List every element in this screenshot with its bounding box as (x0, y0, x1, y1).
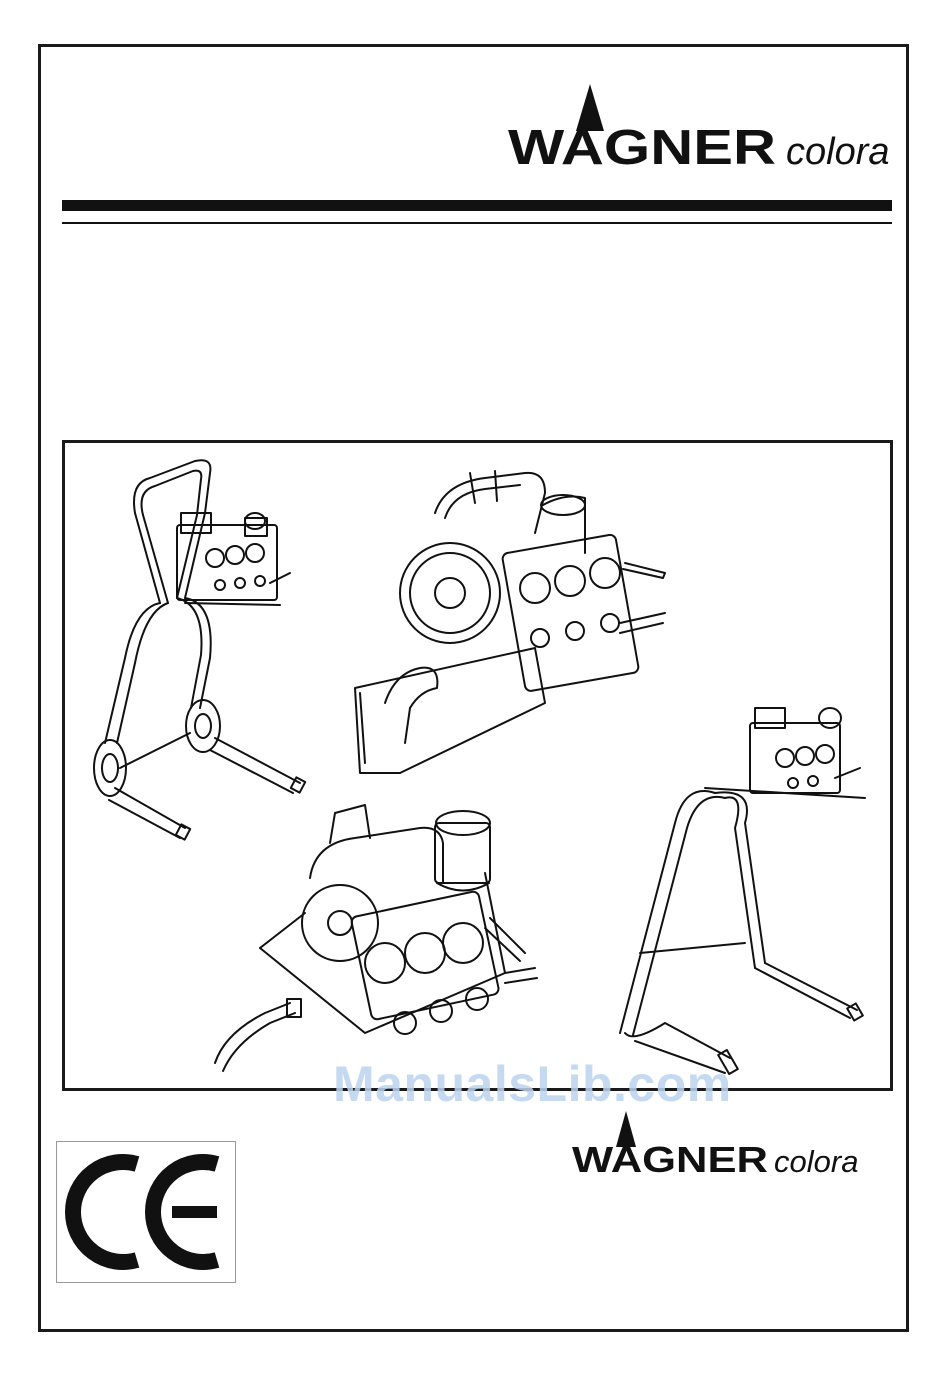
logo-brand-text: WAGNER (572, 1139, 768, 1180)
pump-with-filter (215, 805, 537, 1071)
pump-on-stand (620, 708, 865, 1074)
product-illustration-box: ManualsLib.com (62, 440, 893, 1091)
manualslib-watermark: ManualsLib.com (333, 1055, 732, 1113)
logo-brand-text: WAGNER (508, 121, 776, 174)
ce-mark-box: CE (56, 1141, 236, 1283)
ce-mark-icon: CE (57, 1142, 234, 1281)
logo-sub-text: colora (774, 1144, 858, 1179)
pump-on-trolley (94, 460, 305, 839)
header-rule-thick (62, 200, 892, 211)
pump-wall-mount (355, 471, 665, 773)
logo-sub-text: colora (786, 131, 890, 173)
header-wagner-logo: WAGNER colora (508, 84, 898, 179)
ce-mark-label: CE (57, 1142, 59, 1143)
footer-wagner-logo: WAGNER colora (572, 1111, 892, 1186)
header-rule-thin (62, 222, 892, 224)
